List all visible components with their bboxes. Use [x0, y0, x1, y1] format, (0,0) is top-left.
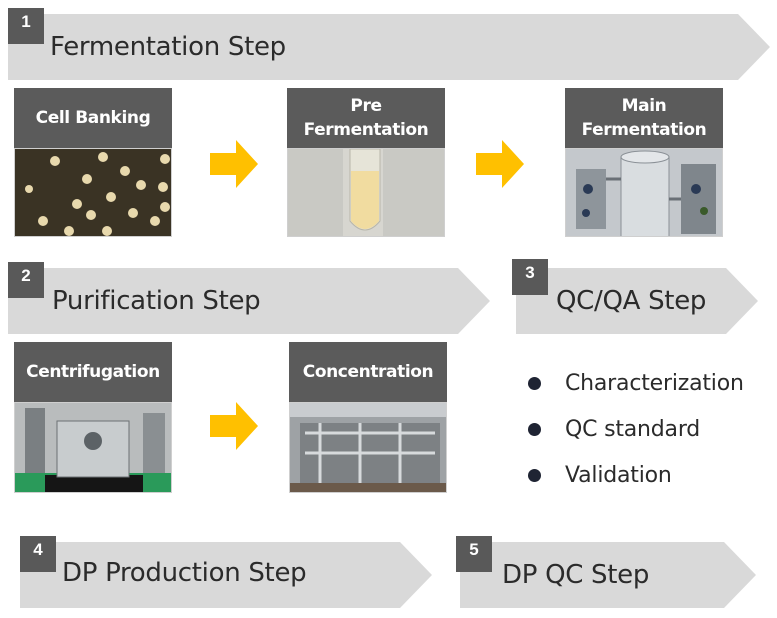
banner-shape — [20, 542, 432, 608]
step-4-banner: DP Production Step — [20, 542, 432, 608]
pre-fermentation-label: Pre Fermentation — [287, 88, 445, 148]
qc-item-label: Characterization — [565, 370, 744, 396]
step-4-title: DP Production Step — [62, 558, 307, 588]
step-2-title: Purification Step — [52, 286, 261, 316]
step-1-number: 1 — [8, 8, 44, 44]
arrow-right-icon — [210, 140, 258, 188]
bullet-icon — [528, 468, 541, 482]
step-4-number: 4 — [20, 536, 56, 572]
step-3-title: QC/QA Step — [556, 286, 707, 316]
arrow-right-icon — [476, 140, 524, 188]
step-1-title: Fermentation Step — [50, 32, 286, 62]
list-item: Characterization — [526, 360, 744, 406]
arrow-right-icon — [210, 402, 258, 450]
banner-shape — [460, 542, 756, 608]
banner-shape — [8, 14, 770, 80]
main-fermentation-photo — [565, 148, 723, 237]
step-2-number: 2 — [8, 262, 44, 298]
centrifugation-label: Centrifugation — [14, 342, 172, 402]
step-3-banner: QC/QA Step — [516, 268, 758, 334]
pre-fermentation-photo — [287, 148, 445, 237]
concentration-photo — [289, 402, 447, 493]
step-2-banner: Purification Step — [8, 268, 490, 334]
step-3-number: 3 — [512, 259, 548, 295]
concentration-label: Concentration — [289, 342, 447, 402]
list-item: Validation — [526, 452, 744, 498]
banner-shape — [8, 268, 490, 334]
bullet-icon — [528, 376, 541, 390]
step-1-banner: Fermentation Step — [8, 14, 770, 80]
cell-banking-photo — [14, 148, 172, 237]
qc-item-label: QC standard — [565, 416, 701, 442]
qc-item-list: Characterization QC standard Validation — [526, 360, 744, 498]
step-5-title: DP QC Step — [502, 560, 650, 590]
main-fermentation-label: Main Fermentation — [565, 88, 723, 148]
qc-item-label: Validation — [565, 462, 672, 488]
centrifugation-photo — [14, 402, 172, 493]
cell-banking-label: Cell Banking — [14, 88, 172, 148]
step-5-number: 5 — [456, 536, 492, 572]
banner-shape — [516, 268, 758, 334]
list-item: QC standard — [526, 406, 744, 452]
bullet-icon — [528, 422, 541, 436]
step-5-banner: DP QC Step — [460, 542, 756, 608]
